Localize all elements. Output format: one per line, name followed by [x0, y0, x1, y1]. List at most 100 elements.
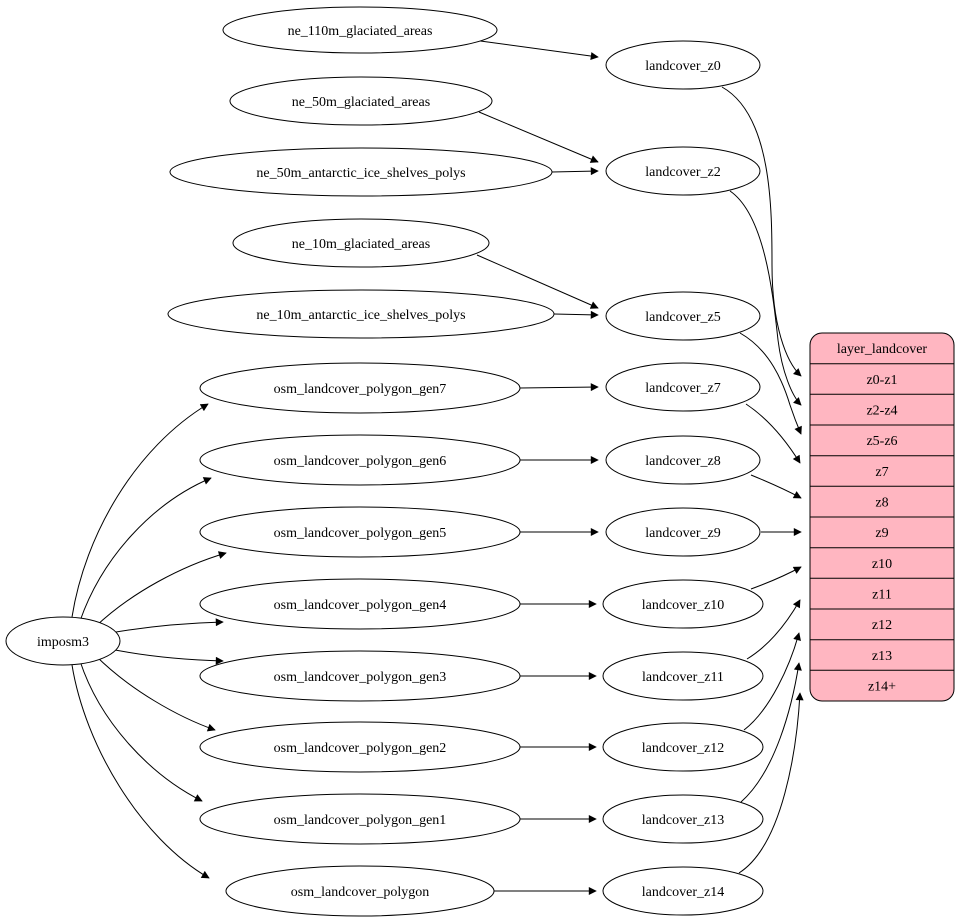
node-label: landcover_z14: [642, 885, 724, 900]
edge-z12-to-row-z12: [743, 632, 801, 731]
node-label: osm_landcover_polygon_gen3: [274, 670, 447, 685]
node-ellipse: [602, 866, 764, 916]
node-landcover-z7: landcover_z7: [605, 362, 761, 412]
node-label: osm_landcover_polygon: [291, 885, 429, 900]
node-label: landcover_z11: [642, 670, 724, 685]
table-row-z2-z4: z2-z4: [866, 404, 897, 419]
table-row-z0-z1: z0-z1: [866, 373, 897, 388]
table-row-z14plus: z14+: [868, 680, 896, 695]
edge-z7-to-row-z7: [745, 403, 801, 464]
node-osm-landcover-polygon-gen7: osm_landcover_polygon_gen7: [199, 362, 521, 414]
edge-imposm3-to-gen2: [94, 654, 216, 732]
edge-imposm3-to-polygon: [71, 664, 210, 879]
node-landcover-z9: landcover_z9: [605, 507, 761, 557]
edge-z13-to-row-z13: [740, 662, 802, 803]
node-label: ne_110m_glaciated_areas: [288, 24, 433, 39]
node-osm-landcover-polygon-gen5: osm_landcover_polygon_gen5: [199, 506, 521, 558]
node-label: osm_landcover_polygon_gen2: [274, 741, 447, 756]
node-ellipse: [605, 435, 761, 485]
node-ne-50m-glaciated-areas: ne_50m_glaciated_areas: [229, 76, 493, 126]
node-landcover-z14: landcover_z14: [602, 866, 764, 916]
edge-ne110m-to-z0: [472, 39, 599, 60]
node-ellipse: [602, 579, 764, 629]
node-ne-10m-glaciated-areas: ne_10m_glaciated_areas: [232, 218, 490, 268]
edges-source-to-landcover: [472, 39, 599, 895]
node-label: landcover_z10: [642, 598, 724, 613]
node-osm-landcover-polygon-gen6: osm_landcover_polygon_gen6: [199, 434, 521, 486]
node-osm-landcover-polygon-gen2: osm_landcover_polygon_gen2: [199, 721, 521, 773]
node-ellipse: [199, 434, 521, 486]
node-ellipse: [199, 506, 521, 558]
table-row-z9: z9: [875, 526, 888, 541]
node-label: landcover_z7: [645, 381, 720, 396]
node-ellipse: [229, 76, 493, 126]
source-nodes: ne_110m_glaciated_areas ne_50m_glaciated…: [167, 6, 555, 917]
node-ellipse: [602, 651, 764, 701]
node-label: osm_landcover_polygon_gen1: [274, 813, 447, 828]
node-landcover-z5: landcover_z5: [605, 291, 761, 341]
table-row-z7: z7: [875, 465, 888, 480]
edge-imposm3-to-gen1: [79, 660, 203, 802]
edge-imposm3-to-gen3: [109, 648, 224, 665]
table-row-z13: z13: [872, 649, 892, 664]
edge-z14-to-row-z14plus: [738, 692, 804, 874]
table-title: layer_landcover: [837, 342, 928, 357]
node-landcover-z11: landcover_z11: [602, 651, 764, 701]
node-label: osm_landcover_polygon_gen7: [274, 382, 447, 397]
node-imposm3: imposm3: [5, 616, 121, 666]
edges-landcover-to-table: [721, 86, 804, 874]
edge-z2-to-row-z2-z4: [729, 190, 802, 406]
node-ne-10m-antarctic-ice-shelves-polys: ne_10m_antarctic_ice_shelves_polys: [167, 289, 555, 339]
node-label: landcover_z5: [645, 310, 720, 325]
node-label: osm_landcover_polygon_gen5: [274, 526, 447, 541]
node-label: landcover_z0: [645, 59, 720, 74]
node-ellipse: [222, 6, 498, 54]
node-ellipse: [602, 722, 764, 772]
edge-ne10m-ant-to-z5: [553, 310, 599, 319]
node-ellipse-imposm3: [5, 616, 121, 666]
node-landcover-z10: landcover_z10: [602, 579, 764, 629]
node-label: ne_10m_antarctic_ice_shelves_polys: [256, 308, 465, 323]
edge-z11-to-row-z11: [746, 599, 801, 660]
node-label: landcover_z8: [645, 454, 720, 469]
node-label: ne_10m_glaciated_areas: [292, 237, 430, 252]
node-label: landcover_z2: [645, 165, 720, 180]
node-ellipse: [602, 794, 764, 844]
node-landcover-z0: landcover_z0: [605, 40, 761, 90]
node-ellipse: [167, 289, 555, 339]
edge-ne10m-glac-to-z5: [476, 254, 599, 309]
node-ellipse: [199, 578, 521, 630]
node-osm-landcover-polygon: osm_landcover_polygon: [225, 865, 495, 917]
table-row-z11: z11: [872, 588, 892, 603]
node-ellipse: [225, 865, 495, 917]
node-ellipse: [199, 721, 521, 773]
edge-z5-to-row-z5-z6: [739, 332, 802, 435]
node-landcover-z2: landcover_z2: [605, 146, 761, 196]
node-ellipse: [605, 40, 761, 90]
edge-z0-to-row-z0-z1: [721, 86, 802, 377]
edge-z10-to-row-z10: [750, 566, 802, 590]
node-osm-landcover-polygon-gen3: osm_landcover_polygon_gen3: [199, 650, 521, 702]
node-ellipse: [605, 291, 761, 341]
node-label: osm_landcover_polygon_gen6: [274, 454, 447, 469]
table-layer-landcover: layer_landcover z0-z1 z2-z4 z5-z6 z7 z8 …: [809, 332, 955, 702]
node-ellipse: [232, 218, 490, 268]
node-osm-landcover-polygon-gen4: osm_landcover_polygon_gen4: [199, 578, 521, 630]
node-label: osm_landcover_polygon_gen4: [274, 598, 447, 613]
edge-imposm3-to-gen7: [71, 403, 209, 618]
edge-imposm3-to-gen4: [109, 618, 224, 634]
node-ellipse: [605, 146, 761, 196]
edge-imposm3-to-gen6: [79, 477, 212, 622]
node-label: landcover_z9: [645, 526, 720, 541]
node-ellipse: [199, 362, 521, 414]
node-ellipse: [605, 362, 761, 412]
node-label: landcover_z12: [642, 741, 724, 756]
node-label: ne_50m_glaciated_areas: [292, 95, 430, 110]
node-ellipse: [169, 147, 553, 197]
table-row-z12: z12: [872, 618, 892, 633]
node-ellipse: [605, 507, 761, 557]
node-ne-110m-glaciated-areas: ne_110m_glaciated_areas: [222, 6, 498, 54]
edge-ne50m-ant-to-z2: [551, 167, 599, 176]
